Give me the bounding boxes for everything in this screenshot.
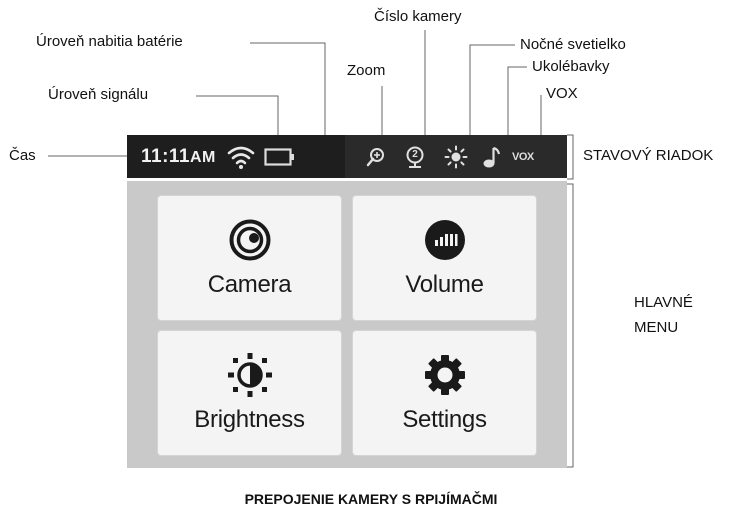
annotation-vox: VOX <box>546 85 578 102</box>
camera-icon <box>228 217 272 263</box>
camera-number-value: 2 <box>412 148 418 160</box>
status-bar: 11:11AM <box>127 135 567 178</box>
main-menu: Camera Volume <box>127 181 567 468</box>
battery-icon <box>264 147 296 167</box>
menu-item-label: Brightness <box>194 406 305 433</box>
annotation-night-light: Nočné svetielko <box>520 36 626 53</box>
menu-item-label: Volume <box>405 271 484 298</box>
gear-icon <box>423 352 467 398</box>
annotation-camera-number: Číslo kamery <box>374 8 462 25</box>
zoom-icon <box>365 146 387 168</box>
annotation-zoom: Zoom <box>347 62 386 79</box>
caption: PREPOJENIE KAMERY S RPIJÍMAČMI <box>244 491 498 507</box>
lullaby-icon <box>482 145 502 169</box>
annotation-lullabies: Ukolébavky <box>532 58 610 75</box>
time-value: 11:11 <box>141 145 190 167</box>
menu-item-volume[interactable]: Volume <box>353 196 536 320</box>
volume-icon <box>423 217 467 263</box>
night-light-icon <box>444 145 468 169</box>
menu-item-settings[interactable]: Settings <box>353 331 536 455</box>
vox-icon: VOX <box>512 150 534 163</box>
annotation-battery: Úroveň nabitia batérie <box>36 33 183 50</box>
menu-item-brightness[interactable]: Brightness <box>158 331 341 455</box>
annotation-time: Čas <box>9 147 36 164</box>
brightness-icon <box>227 352 273 398</box>
menu-item-label: Camera <box>207 271 292 298</box>
annotation-status-bar: STAVOVÝ RIADOK <box>583 147 714 164</box>
annotation-main-menu-line2: MENU <box>634 319 679 336</box>
signal-icon <box>226 144 256 170</box>
menu-item-camera[interactable]: Camera <box>158 196 341 320</box>
annotation-signal: Úroveň signálu <box>48 86 149 103</box>
menu-item-label: Settings <box>402 406 487 433</box>
camera-number-icon: 2 <box>404 145 426 169</box>
time-ampm: AM <box>190 148 216 166</box>
time-display: 11:11AM <box>141 146 216 168</box>
annotation-main-menu-line1: HLAVNÉ <box>634 294 693 311</box>
